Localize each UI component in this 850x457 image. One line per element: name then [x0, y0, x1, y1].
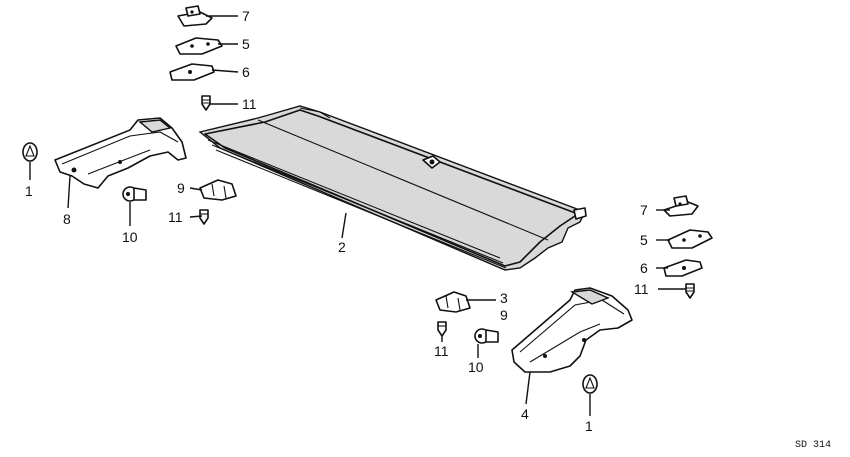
- callout-1-right: 1: [585, 418, 593, 434]
- screw-middle-left: [199, 209, 209, 225]
- callout-labels: 7 5 6 11 1 8 10 9 11 2 7 5 6 11 3 9 11 1…: [25, 8, 649, 434]
- bracket-plate-upper-left: [175, 37, 223, 55]
- clip-upper-right: [663, 195, 699, 217]
- bracket-plate-right: [667, 229, 713, 249]
- callout-5-upper-left: 5: [242, 36, 250, 52]
- leader-lines: [29, 15, 686, 416]
- callout-2: 2: [338, 239, 346, 255]
- right-side-bracket: [511, 287, 633, 373]
- callout-9-left: 9: [177, 180, 185, 196]
- callout-5-right: 5: [640, 232, 648, 248]
- callout-10-right: 10: [468, 359, 484, 375]
- callout-11-lower: 11: [434, 343, 449, 359]
- callout-3: 3: [500, 290, 508, 306]
- rear-shelf-panel: [198, 105, 587, 271]
- callout-11-upper-left: 11: [242, 96, 257, 112]
- clip-upper-left: [177, 5, 213, 27]
- callout-4: 4: [521, 406, 529, 422]
- cap-left: [22, 142, 38, 162]
- hinge-clip-right: [435, 291, 471, 313]
- spacer-plate-right: [663, 259, 703, 277]
- callout-11-right: 11: [634, 281, 649, 297]
- callout-1-left: 1: [25, 183, 33, 199]
- callout-8: 8: [63, 211, 71, 227]
- callout-10-left: 10: [122, 229, 138, 245]
- screw-upper-left: [201, 95, 211, 111]
- callout-6-upper-left: 6: [242, 64, 250, 80]
- grommet-right: [474, 328, 499, 344]
- spacer-plate-upper-left: [169, 63, 215, 81]
- hinge-clip-left: [199, 179, 237, 201]
- diagram-code: SD 314: [795, 440, 831, 451]
- callout-9-right: 9: [500, 307, 508, 323]
- callout-6-right: 6: [640, 260, 648, 276]
- callout-7-right: 7: [640, 202, 648, 218]
- cap-right: [582, 374, 598, 394]
- screw-lower-right: [437, 321, 447, 337]
- screw-right: [685, 283, 695, 299]
- callout-7-upper-left: 7: [242, 8, 250, 24]
- grommet-left: [122, 186, 147, 202]
- left-side-bracket: [54, 117, 187, 189]
- callout-11-middle-left: 11: [168, 209, 183, 225]
